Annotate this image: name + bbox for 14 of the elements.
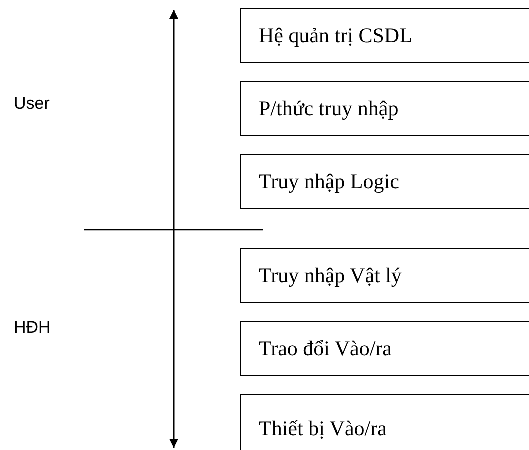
layer-label: Truy nhập Vật lý (259, 263, 402, 288)
layer-label: Thiết bị Vào/ra (259, 416, 387, 442)
layer-box (240, 394, 529, 450)
layer-label: Truy nhập Logic (259, 169, 400, 194)
layer-box (240, 81, 529, 136)
layer-box (240, 248, 529, 303)
layer-box (240, 154, 529, 209)
layer-box (240, 321, 529, 376)
side-label: User (14, 94, 50, 114)
layer-label: Trao đổi Vào/ra (259, 336, 392, 361)
layer-label: Hệ quản trị CSDL (259, 23, 412, 48)
side-label: HĐH (14, 318, 51, 338)
layer-label: P/thức truy nhập (259, 96, 399, 121)
layer-box (240, 8, 529, 63)
